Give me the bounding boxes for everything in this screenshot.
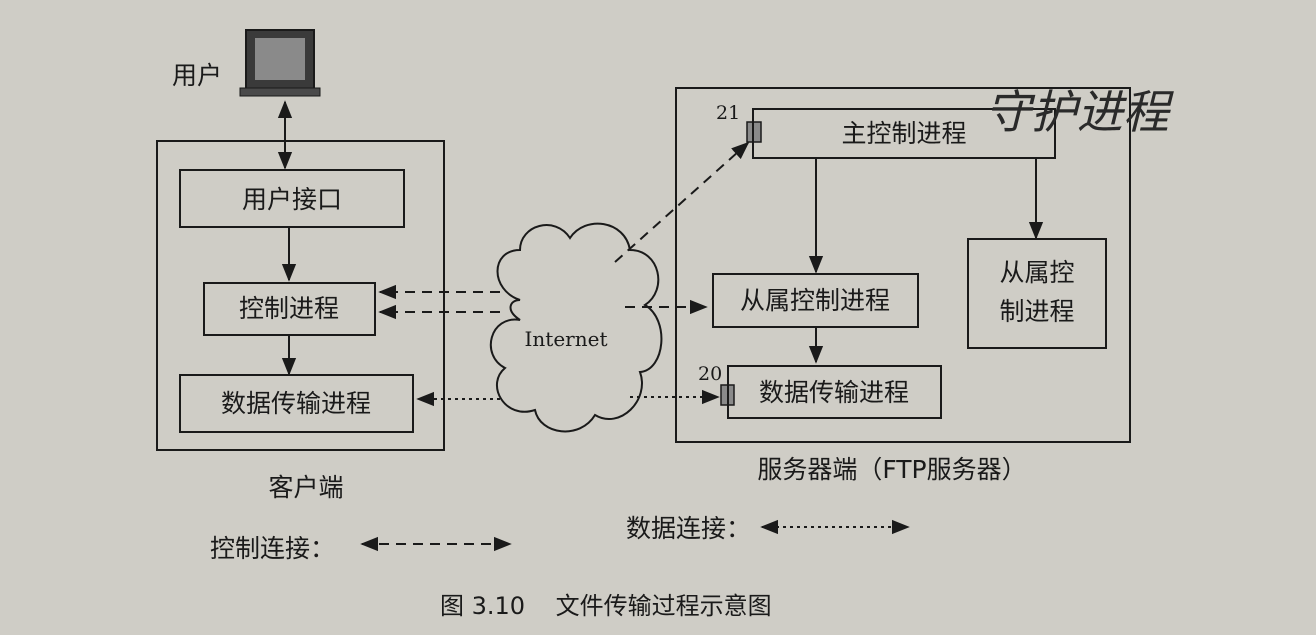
slave-control-process-label: 从属控制进程 bbox=[740, 286, 890, 315]
client-data-process-box bbox=[179, 374, 414, 433]
figure-caption: 图 3.10 文件传输过程示意图 bbox=[440, 592, 772, 620]
legend-control-label: 控制连接： bbox=[210, 534, 335, 563]
slave-control-process-right-box bbox=[967, 238, 1107, 349]
server-box bbox=[675, 87, 1131, 443]
server-caption: 服务器端（FTP服务器） bbox=[757, 455, 1026, 484]
slave-control-right-line1: 从属控 bbox=[999, 258, 1074, 287]
internet-cloud bbox=[489, 222, 663, 433]
main-control-process-box bbox=[752, 108, 1056, 159]
main-control-process-label: 主控制进程 bbox=[841, 119, 966, 148]
client-control-process-label: 控制进程 bbox=[239, 294, 339, 323]
client-box bbox=[156, 140, 445, 451]
port-20-label: 20 bbox=[698, 363, 722, 385]
computer-icon bbox=[239, 29, 321, 97]
user-interface-label: 用户接口 bbox=[242, 185, 342, 214]
handwritten-annotation: 守护进程 bbox=[985, 85, 1174, 139]
port-21-label: 21 bbox=[716, 102, 740, 124]
user-label: 用户 bbox=[172, 61, 222, 90]
server-data-process-box bbox=[727, 365, 942, 419]
slave-control-right-line2: 制进程 bbox=[999, 297, 1074, 326]
control-connection-port21 bbox=[614, 141, 750, 263]
legend-data-label: 数据连接： bbox=[626, 514, 751, 543]
user-interface-box bbox=[179, 169, 405, 228]
internet-label: Internet bbox=[525, 327, 608, 351]
client-data-process-label: 数据传输进程 bbox=[221, 389, 371, 418]
server-data-process-label: 数据传输进程 bbox=[759, 378, 909, 407]
client-caption: 客户端 bbox=[268, 473, 343, 502]
